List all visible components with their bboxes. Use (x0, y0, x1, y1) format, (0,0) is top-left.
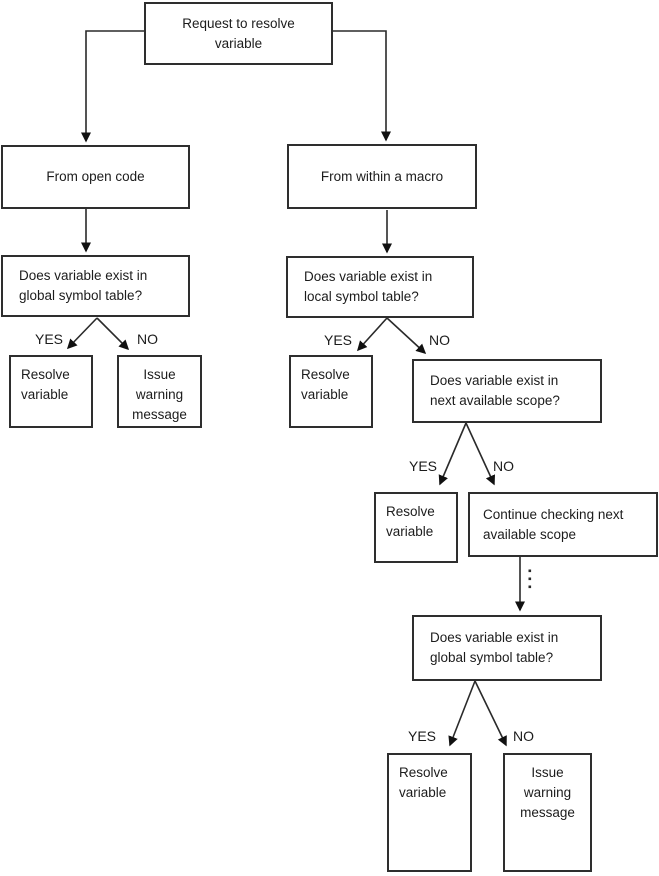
node-continue-checking-next-scope: Continue checking next available scope (468, 492, 658, 557)
edge-request-to-within-macro (333, 30, 391, 142)
edge-label-yes-local: YES (324, 332, 353, 348)
node-resolve-variable-global: Resolve variable (387, 753, 472, 872)
edge-yes-to-resolve-open (66, 317, 98, 350)
edge-label-yes-next-scope: YES (409, 458, 438, 474)
node-resolve-variable-open-code: Resolve variable (9, 355, 93, 428)
node-resolve-variable-next-scope: Resolve variable (374, 492, 458, 563)
node-question-global-symbol-table-open-code: Does variable exist in global symbol tab… (1, 255, 190, 317)
edge-no-to-issue-warning-macro (474, 680, 507, 747)
edge-label-no-open-code: NO (137, 331, 158, 347)
node-question-global-symbol-table-macro: Does variable exist in global symbol tab… (412, 615, 602, 681)
edge-label-no-local: NO (429, 332, 450, 348)
edge-request-to-open-code (81, 30, 144, 143)
node-question-next-available-scope: Does variable exist in next available sc… (412, 359, 602, 423)
edge-label-yes-global-macro: YES (408, 728, 437, 744)
edge-no-to-continue-checking (465, 422, 495, 486)
edge-label-no-next-scope: NO (493, 458, 514, 474)
node-issue-warning-message-macro: Issue warning message (503, 753, 592, 872)
edge-yes-to-resolve-local (356, 317, 388, 352)
edge-no-to-next-scope-question (386, 317, 427, 355)
edge-label-no-global-macro: NO (513, 728, 534, 744)
node-issue-warning-message-open-code: Issue warning message (117, 355, 202, 428)
edge-yes-to-resolve-global (448, 680, 476, 747)
vertical-ellipsis-icon (528, 569, 532, 589)
node-from-within-a-macro: From within a macro (287, 144, 477, 209)
node-from-open-code: From open code (1, 145, 190, 209)
edge-yes-to-resolve-next-scope (438, 422, 467, 486)
node-resolve-variable-local: Resolve variable (289, 355, 373, 428)
edge-no-to-issue-warning-open (96, 317, 130, 351)
node-request-to-resolve-variable: Request to resolve variable (144, 2, 333, 65)
edge-label-yes-open-code: YES (35, 331, 64, 347)
node-question-local-symbol-table: Does variable exist in local symbol tabl… (286, 256, 474, 318)
